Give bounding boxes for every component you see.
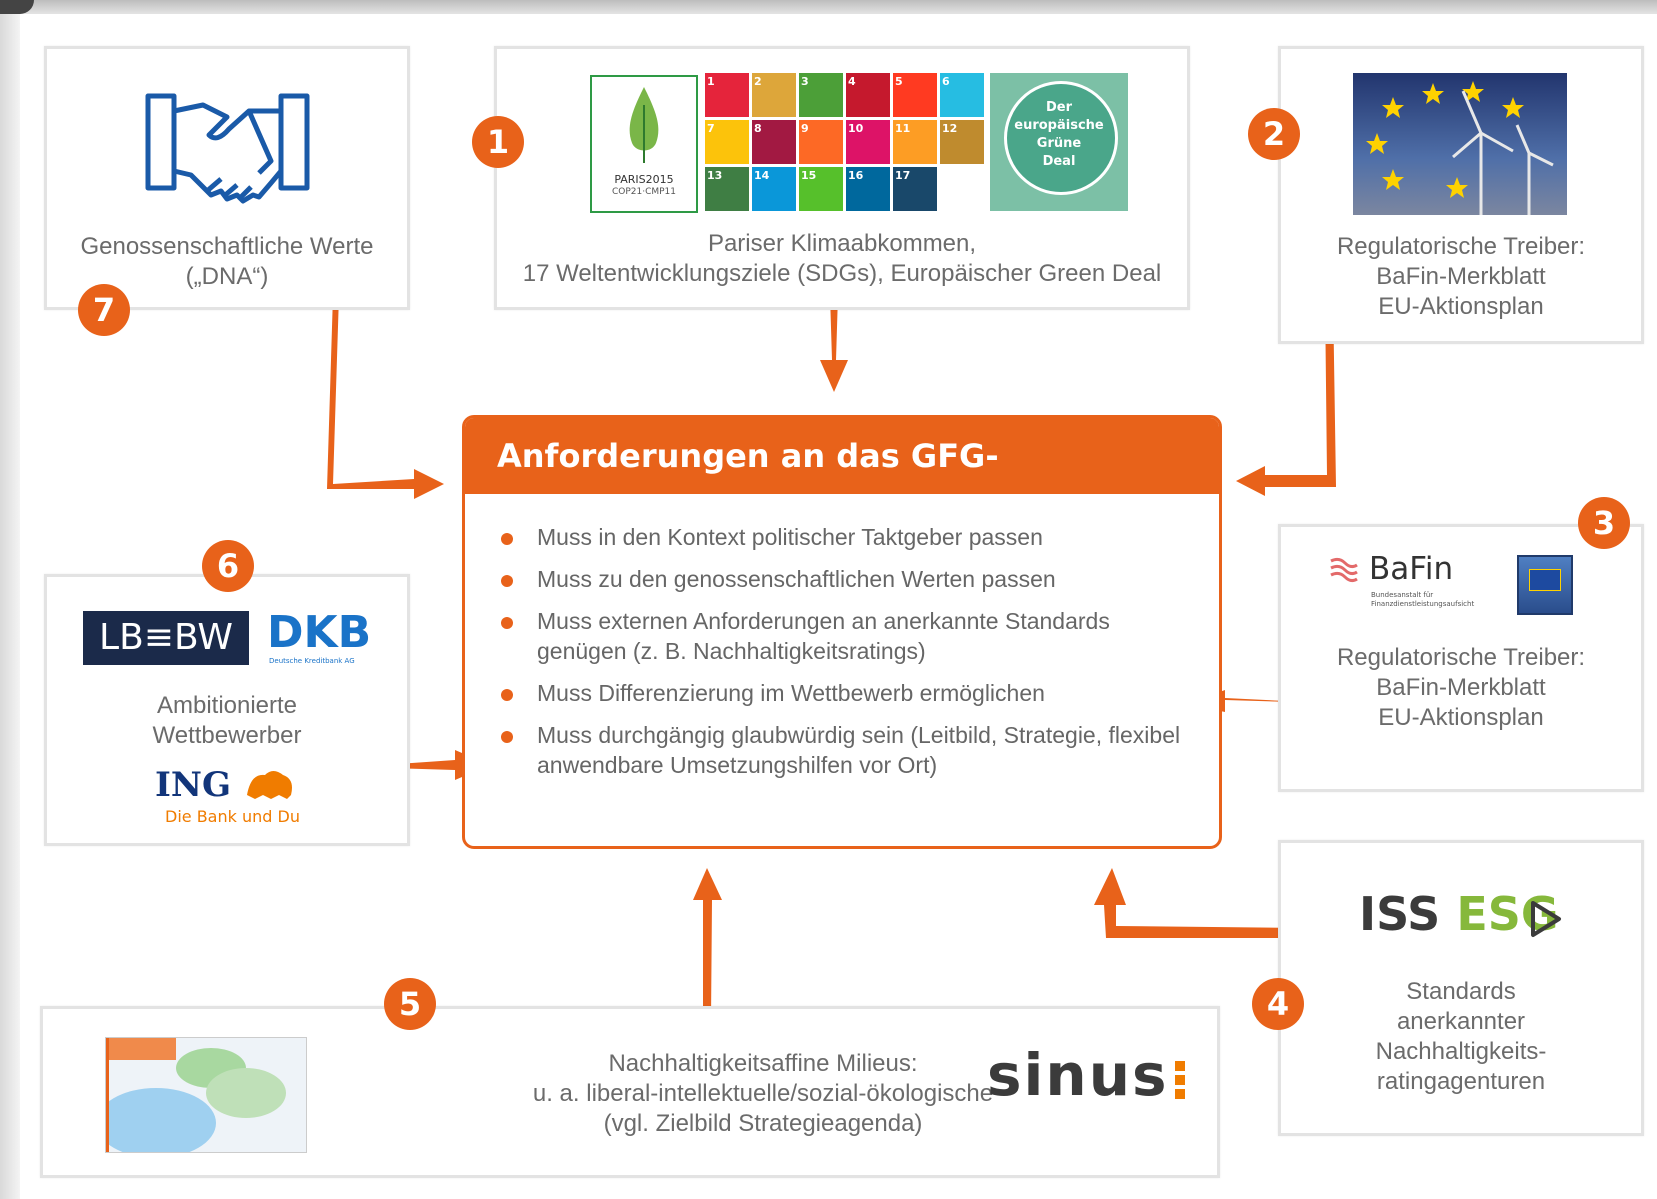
sinus-logo-mark bbox=[1175, 1061, 1185, 1101]
reg-mid-line2: BaFin-Merkblatt bbox=[1376, 674, 1546, 701]
sinus-logo: sinus bbox=[987, 1041, 1169, 1109]
sdg-tile: 1 bbox=[705, 73, 749, 117]
paris2015-logo: PARIS2015 COP21·CMP11 bbox=[590, 75, 698, 213]
wind-turbine-eu-photo bbox=[1353, 73, 1567, 215]
bafin-logo-text: BaFin bbox=[1369, 551, 1454, 587]
paris-leaf-icon bbox=[629, 87, 659, 163]
requirements-list: Muss in den Kontext politischer Taktgebe… bbox=[465, 494, 1219, 780]
iss-line4: ratingagenturen bbox=[1376, 1068, 1546, 1095]
paris-logo-text: PARIS2015 bbox=[614, 173, 674, 186]
reg-top-line2: BaFin-Merkblatt bbox=[1376, 263, 1546, 290]
green-deal-line1: Der bbox=[1045, 100, 1073, 115]
sdg-tile: 15 bbox=[799, 167, 843, 211]
sdg-tile: 14 bbox=[752, 167, 796, 211]
reg-mid-line1: Regulatorische Treiber: bbox=[1336, 644, 1586, 671]
paris-logo-subtext: COP21·CMP11 bbox=[611, 187, 677, 197]
arrow-iss bbox=[1094, 868, 1304, 938]
window-top-frame bbox=[0, 0, 1657, 14]
sdg-tile: 2 bbox=[752, 73, 796, 117]
competitors-line2: Wettbewerber bbox=[152, 722, 302, 749]
sdg-tiles: 1 2 3 4 5 6 7 8 9 10 11 12 13 14 15 16 1… bbox=[705, 73, 984, 211]
badge-2: 2 bbox=[1248, 108, 1300, 160]
sdg-tile: 12 bbox=[940, 120, 984, 164]
sdg-tile: 4 bbox=[846, 73, 890, 117]
milieus-line2: u. a. liberal-intellektuelle/sozial-ökol… bbox=[532, 1080, 994, 1107]
competitors-line1: Ambitionierte bbox=[156, 692, 298, 719]
paris-caption-line2: 17 Weltentwicklungsziele (SDGs), Europäi… bbox=[522, 260, 1162, 287]
milieus-line1: Nachhaltigkeitsaffine Milieus: bbox=[608, 1050, 918, 1077]
sdg-tile: 16 bbox=[846, 167, 890, 211]
window-corner bbox=[0, 0, 34, 14]
badge-6: 6 bbox=[202, 540, 254, 592]
badge-4: 4 bbox=[1252, 978, 1304, 1030]
handshake-icon bbox=[145, 93, 310, 204]
iss-line1: Standards bbox=[1406, 978, 1516, 1005]
sinus-logo-text: sinus bbox=[987, 1041, 1169, 1109]
green-deal-line3: Grüne bbox=[1036, 136, 1082, 151]
iss-line3: Nachhaltigkeits- bbox=[1375, 1038, 1547, 1065]
requirement-item: Muss externen Anforderungen an anerkannt… bbox=[501, 606, 1199, 666]
badge-3: 3 bbox=[1578, 497, 1630, 549]
sdg-tile: 10 bbox=[846, 120, 890, 164]
dna-caption-line1: Genossenschaftliche Werte bbox=[80, 233, 374, 260]
sdg-tile: 7 bbox=[705, 120, 749, 164]
play-triangle-icon bbox=[1531, 901, 1561, 937]
paris-caption-line1: Pariser Klimaabkommen, bbox=[707, 230, 977, 257]
requirement-item: Muss Differenzierung im Wettbewerb ermög… bbox=[501, 678, 1199, 708]
box-regulatory-top: Regulatorische Treiber: BaFin-Merkblatt … bbox=[1278, 46, 1644, 344]
requirement-item: Muss zu den genossenschaftlichen Werten … bbox=[501, 564, 1199, 594]
badge-5: 5 bbox=[384, 978, 436, 1030]
iss-logo-text: ISS bbox=[1359, 887, 1441, 941]
requirement-item: Muss durchgängig glaubwürdig sein (Leitb… bbox=[501, 720, 1199, 780]
iss-line2: anerkannter bbox=[1396, 1008, 1526, 1035]
window-left-frame bbox=[0, 0, 20, 1199]
green-deal-line4: Deal bbox=[1042, 154, 1076, 169]
reg-top-line3: EU-Aktionsplan bbox=[1378, 293, 1544, 320]
sdg-tile: 17 bbox=[893, 167, 937, 211]
sdg-tile: 6 bbox=[940, 73, 984, 117]
badge-1: 1 bbox=[472, 116, 524, 168]
requirements-title: Anforderungen an das GFG-Gesamtkonzept: bbox=[465, 418, 1219, 551]
ing-slogan: Die Bank und Du bbox=[165, 807, 300, 826]
sdg-tile: 9 bbox=[799, 120, 843, 164]
lbbw-logo: LB≡BW bbox=[83, 611, 249, 665]
requirement-item: Muss in den Kontext politischer Taktgebe… bbox=[501, 522, 1199, 552]
bafin-wave-icon bbox=[1330, 557, 1358, 583]
box-milieus: Nachhaltigkeitsaffine Milieus: u. a. lib… bbox=[40, 1006, 1220, 1178]
sdg-tile: 13 bbox=[705, 167, 749, 211]
arrow-paris bbox=[820, 295, 848, 392]
box-competitors: LB≡BW DKB Deutsche Kreditbank AG Ambitio… bbox=[44, 574, 410, 846]
milieus-line3: (vgl. Zielbild Strategieagenda) bbox=[603, 1110, 923, 1137]
iss-esg-logo: ISS ESG bbox=[1359, 887, 1559, 941]
sdg-tile: 11 bbox=[893, 120, 937, 164]
eu-flag-icon bbox=[1517, 555, 1573, 615]
sdg-tile: 5 bbox=[893, 73, 937, 117]
sdg-tile: 8 bbox=[752, 120, 796, 164]
dkb-subtitle: Deutsche Kreditbank AG bbox=[269, 657, 355, 665]
ing-logo: ING bbox=[155, 765, 232, 805]
box-cooperative-values: Genossenschaftliche Werte („DNA“) bbox=[44, 46, 410, 310]
reg-mid-line3: EU-Aktionsplan bbox=[1378, 704, 1544, 731]
green-deal-line2: europäische bbox=[1014, 118, 1104, 133]
sinus-map-thumbnail bbox=[105, 1037, 307, 1153]
reg-top-line1: Regulatorische Treiber: bbox=[1336, 233, 1586, 260]
badge-7: 7 bbox=[78, 284, 130, 336]
requirements-panel: Anforderungen an das GFG-Gesamtkonzept: … bbox=[462, 415, 1222, 849]
arrow-dna bbox=[327, 295, 444, 499]
box-iss-esg: ISS ESG Standards anerkannter Nachhaltig… bbox=[1278, 840, 1644, 1136]
dkb-logo: DKB bbox=[267, 607, 372, 658]
bafin-subtitle2: Finanzdienstleistungsaufsicht bbox=[1371, 600, 1475, 608]
box-regulatory-bafin: BaFin Bundesanstalt für Finanzdienstleis… bbox=[1278, 524, 1644, 792]
arrow-competitors bbox=[355, 750, 490, 780]
bafin-subtitle1: Bundesanstalt für bbox=[1371, 591, 1434, 599]
ing-lion-icon bbox=[247, 771, 292, 799]
sdg-tile: 3 bbox=[799, 73, 843, 117]
dna-caption-line2: („DNA“) bbox=[185, 263, 269, 290]
eu-stars-turbines bbox=[1366, 81, 1554, 215]
green-deal-badge: Der europäische Grüne Deal bbox=[990, 73, 1128, 211]
arrow-milieus bbox=[693, 868, 722, 1020]
